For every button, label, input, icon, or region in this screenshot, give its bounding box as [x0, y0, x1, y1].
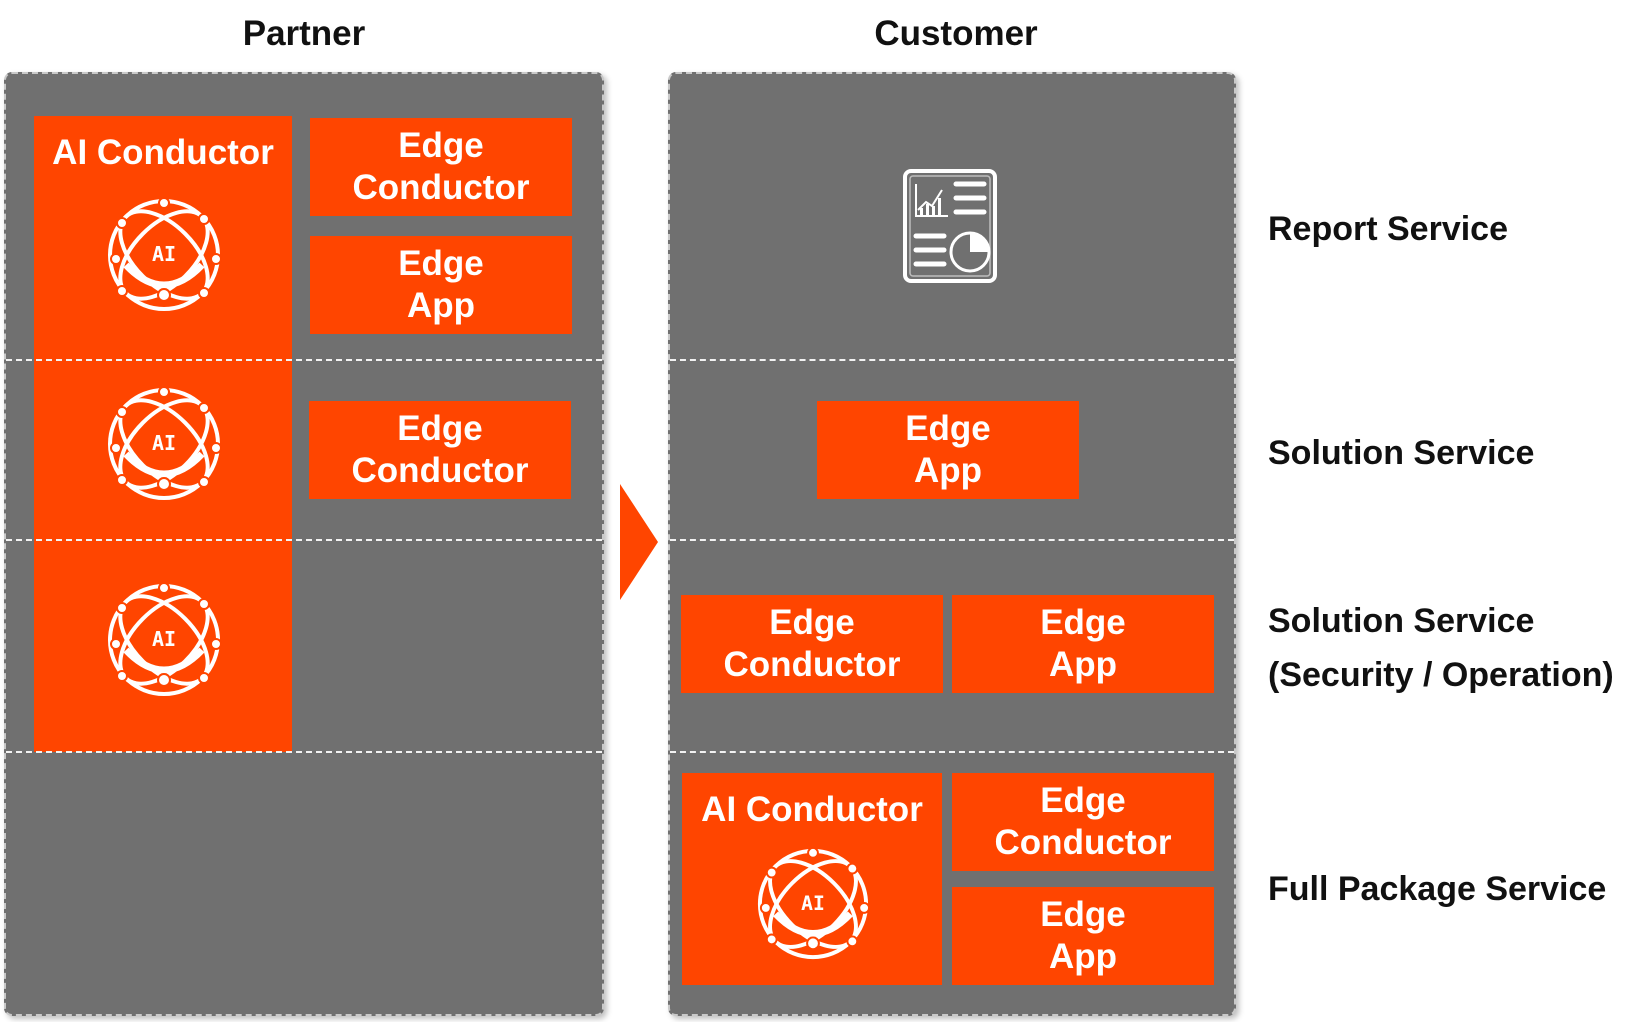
box-line: App — [1048, 645, 1118, 684]
customer-edge-app-box: Edge App — [817, 401, 1079, 499]
solution-security-service-label-line2: (Security / Operation) — [1268, 656, 1614, 694]
partner-edge-conductor-box: Edge Conductor — [310, 118, 572, 216]
box-line: Edge — [397, 409, 483, 448]
customer-edge-conductor-box-2: Edge Conductor — [952, 773, 1214, 871]
box-line: Edge — [769, 603, 855, 642]
partner-ai-conductor-column — [34, 116, 292, 752]
svg-text:AI: AI — [801, 892, 825, 915]
box-line: Edge — [1040, 895, 1126, 934]
partner-edge-app-box: Edge App — [310, 236, 572, 334]
ai-logo-icon: AI — [108, 582, 222, 696]
box-line: App — [406, 286, 476, 325]
box-line: Conductor — [723, 645, 901, 684]
row-divider — [670, 751, 1234, 753]
box-line: Edge — [1040, 603, 1126, 642]
full-package-service-label: Full Package Service — [1268, 870, 1607, 908]
row-divider — [6, 359, 602, 361]
box-line: App — [913, 451, 983, 490]
customer-edge-app-box-3: Edge App — [952, 887, 1214, 985]
solution-service-label: Solution Service — [1268, 434, 1535, 472]
box-line: App — [1048, 937, 1118, 976]
report-document-icon — [903, 169, 997, 283]
customer-ai-conductor-title: AI Conductor — [701, 790, 923, 829]
svg-text:AI: AI — [152, 242, 176, 266]
box-line: Conductor — [994, 823, 1172, 862]
report-service-label: Report Service — [1268, 210, 1508, 248]
ai-logo-icon: AI — [108, 386, 222, 500]
partner-title: Partner — [242, 14, 366, 53]
customer-edge-app-box-2: Edge App — [952, 595, 1214, 693]
row-divider — [670, 359, 1234, 361]
box-line: Edge — [398, 244, 484, 283]
solution-security-service-label-line1: Solution Service — [1268, 602, 1535, 640]
box-line: Edge — [398, 126, 484, 165]
row-divider — [6, 751, 602, 753]
svg-text:AI: AI — [152, 627, 176, 651]
box-line: Edge — [905, 409, 991, 448]
row-divider — [670, 539, 1234, 541]
ai-logo-icon: AI — [108, 197, 222, 311]
arrow-right-icon — [620, 484, 658, 600]
ai-logo-icon: AI — [757, 846, 871, 960]
box-line: Conductor — [351, 451, 529, 490]
box-line: Conductor — [352, 168, 530, 207]
row-divider — [6, 539, 602, 541]
partner-edge-conductor-box-2: Edge Conductor — [309, 401, 571, 499]
box-line: Edge — [1040, 781, 1126, 820]
customer-title: Customer — [874, 14, 1038, 53]
customer-edge-conductor-box: Edge Conductor — [681, 595, 943, 693]
partner-ai-conductor-title: AI Conductor — [52, 133, 274, 172]
svg-text:AI: AI — [152, 431, 176, 455]
